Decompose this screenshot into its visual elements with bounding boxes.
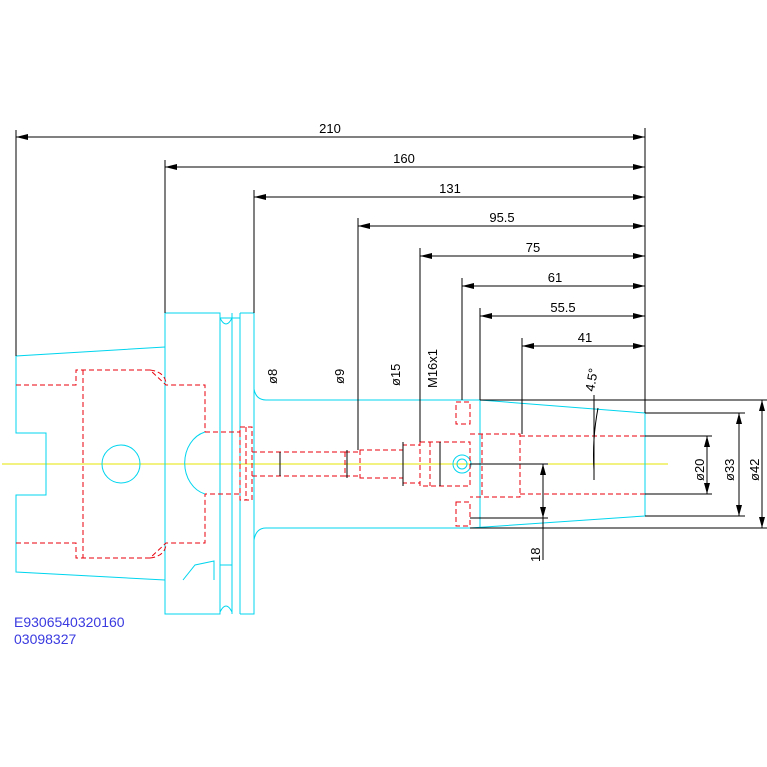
dim-210: 210 <box>319 121 341 136</box>
dim-dia-8: ø8 <box>265 369 280 384</box>
dim-angle: 4.5° <box>582 367 601 393</box>
part-number: E9306540320160 <box>14 614 125 630</box>
order-number: 03098327 <box>14 631 77 647</box>
dim-55-5: 55.5 <box>550 300 575 315</box>
dim-dia-20: ø20 <box>692 459 707 481</box>
dim-160: 160 <box>393 151 415 166</box>
hidden-lines <box>16 369 645 559</box>
dim-thread: M16x1 <box>425 349 440 388</box>
dim-depth-18: 18 <box>528 548 543 562</box>
dimension-labels: 210 160 131 95.5 75 61 55.5 41 ø8 ø9 ø15… <box>265 121 762 562</box>
cross-hole-circle <box>101 444 141 484</box>
dim-61: 61 <box>548 270 562 285</box>
dim-41: 41 <box>578 330 592 345</box>
dim-95-5: 95.5 <box>489 210 514 225</box>
dimension-lines <box>15 128 767 560</box>
tool-holder-outline <box>15 312 646 615</box>
dim-dia-33: ø33 <box>722 459 737 481</box>
part-codes: E9306540320160 03098327 <box>14 614 125 648</box>
dim-dia-42: ø42 <box>747 459 762 481</box>
dim-dia-9: ø9 <box>332 369 347 384</box>
dim-131: 131 <box>439 181 461 196</box>
dim-75: 75 <box>526 240 540 255</box>
dim-dia-15: ø15 <box>388 364 403 386</box>
